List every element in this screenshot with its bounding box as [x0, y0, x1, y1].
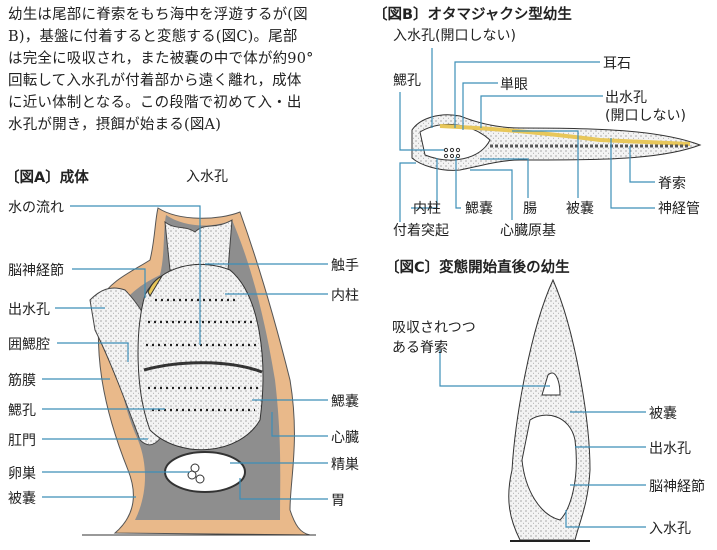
label-b-adhesive-papilla: 付着突起: [393, 223, 449, 239]
label-c-notochord-line2: ある脊索: [392, 340, 448, 356]
paragraph-line: 幼生は尾部に脊索をもち海中を浮遊するが(図: [8, 7, 308, 23]
leader-lines: [42, 48, 655, 528]
fig-b-title: 〔図B〕オタマジャクシ型幼生: [373, 7, 572, 23]
label-b-heart-rudiment: 心臓原基: [500, 223, 556, 239]
paragraph-line: は完全に吸収され，また被嚢の中で体が約90°: [8, 51, 314, 67]
label-testis: 精巣: [331, 457, 359, 473]
label-muscle: 筋膜: [8, 373, 36, 389]
label-b-gut: 腸: [523, 201, 537, 217]
label-c-notochord-line1: 吸収されつつ: [392, 320, 476, 336]
label-b-outlet: 出水孔: [605, 90, 647, 106]
label-outlet: 出水孔: [8, 302, 50, 318]
label-heart: 心臓: [331, 430, 359, 446]
label-endostyle: 内柱: [331, 288, 359, 304]
intro-paragraph: 幼生は尾部に脊索をもち海中を浮遊するが(図 B)，基盤に付着すると変態する(図C…: [8, 4, 326, 136]
label-b-tunic: 被嚢: [566, 201, 594, 217]
paragraph-line: 回転して入水孔が付着部から遠く離れ，成体: [8, 73, 302, 89]
label-ovary: 卵巣: [8, 466, 36, 482]
label-water-flow: 水の流れ: [8, 200, 64, 216]
fig-c-title: 〔図C〕変態開始直後の幼生: [385, 260, 570, 276]
paragraph-line: B)，基盤に付着すると変態する(図C)。尾部: [8, 29, 298, 45]
label-c-ganglion: 脳神経節: [649, 479, 705, 495]
label-tunic: 被嚢: [8, 491, 36, 507]
label-atrium: 囲鰓腔: [8, 337, 50, 353]
label-b-ocellus: 単眼: [500, 77, 528, 93]
label-b-otolith: 耳石: [603, 56, 631, 72]
label-ganglion: 脳神経節: [8, 263, 64, 279]
label-c-inlet: 入水孔: [649, 521, 691, 537]
adult-ascidian-drawing: [82, 207, 316, 536]
label-pharynx: 鰓嚢: [331, 394, 359, 410]
label-b-pharynx: 鰓嚢: [465, 201, 493, 217]
label-b-inlet: 入水孔(開口しない): [393, 28, 516, 44]
metamorphosing-larva-drawing: [508, 278, 591, 542]
fig-a-title: 〔図A〕成体: [5, 170, 89, 186]
label-b-outlet-note: (開口しない): [605, 108, 686, 124]
label-inlet: 入水孔: [186, 169, 228, 185]
label-c-outlet: 出水孔: [649, 441, 691, 457]
label-b-gill-slit: 鰓孔: [393, 73, 421, 89]
label-stomach: 胃: [331, 493, 345, 509]
label-c-tunic: 被嚢: [649, 406, 677, 422]
label-b-notochord: 脊索: [658, 176, 686, 192]
label-b-endostyle: 内柱: [413, 201, 441, 217]
label-anus: 肛門: [8, 433, 36, 449]
label-gill-slit: 鰓孔: [8, 403, 36, 419]
paragraph-line: 水孔が開き，摂餌が始まる(図A): [8, 117, 222, 133]
label-tentacle: 触手: [331, 258, 359, 274]
paragraph-line: に近い体制となる。この段階で初めて入・出: [8, 95, 302, 111]
label-b-neural-tube: 神経管: [658, 201, 700, 217]
